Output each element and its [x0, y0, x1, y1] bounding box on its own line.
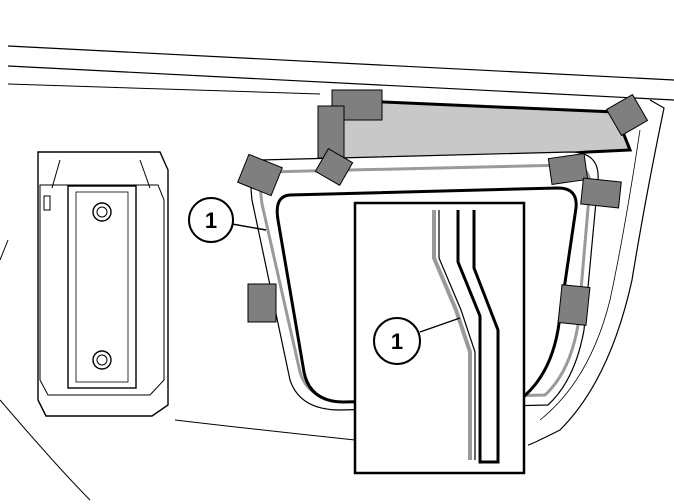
callout-label: 1	[391, 329, 403, 354]
panel-edge-line-1	[7, 45, 674, 81]
bolt-icon	[92, 350, 112, 370]
tape-piece	[247, 283, 277, 323]
panel-edge-line-3	[7, 83, 321, 95]
window-seal-gray	[259, 163, 592, 402]
panel-right-contour	[527, 99, 665, 446]
panel-lower-contour	[174, 419, 356, 441]
callout-marker-detail: 1	[373, 317, 421, 365]
tape-piece	[317, 105, 345, 159]
tape-piece	[237, 153, 283, 197]
panel-right-inner-contour	[539, 129, 641, 421]
tape-piece	[580, 177, 622, 209]
callout-leader-1	[231, 223, 267, 231]
callout-marker-main: 1	[188, 197, 234, 243]
tape-piece	[605, 93, 649, 137]
bolt-icon	[92, 202, 112, 222]
panel-left-edge	[0, 239, 9, 261]
panel-bottom-contour	[0, 399, 91, 501]
tape-piece	[314, 148, 354, 186]
inset-panel-profile	[456, 210, 500, 464]
inset-seal-line	[432, 210, 472, 460]
hinge-bracket	[37, 151, 169, 417]
tape-piece	[557, 284, 591, 326]
panel-edge-line-2	[7, 65, 674, 101]
tape-piece	[547, 153, 589, 185]
callout-label: 1	[205, 208, 217, 233]
callout-leader-2	[419, 317, 461, 333]
